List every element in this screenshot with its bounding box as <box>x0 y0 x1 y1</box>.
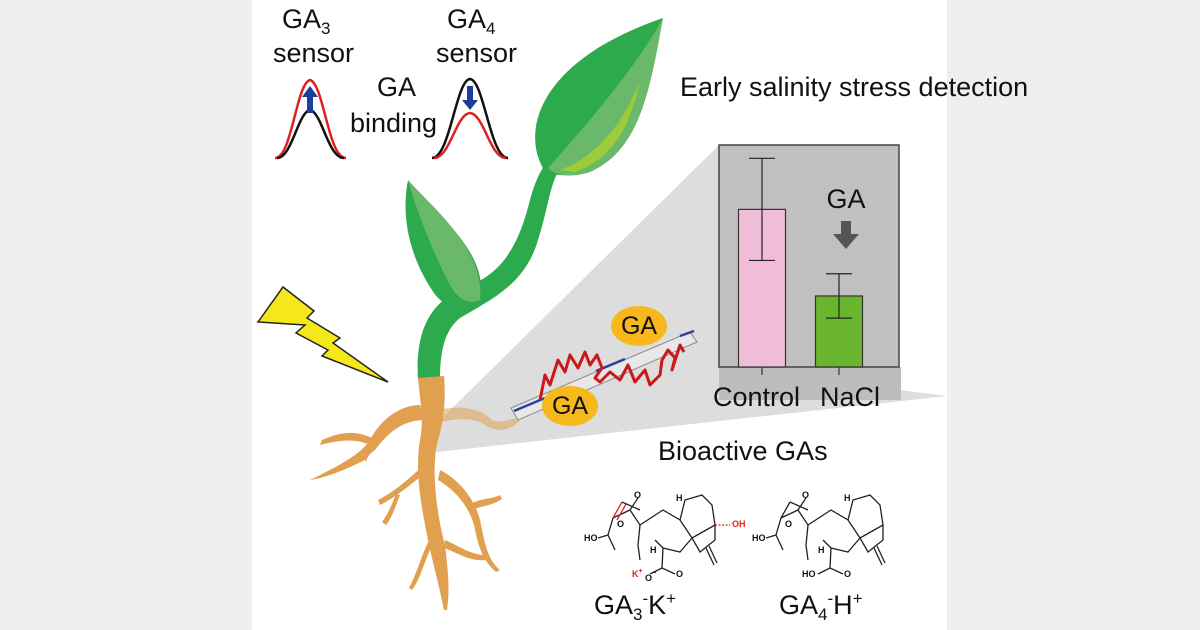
ga4-structure <box>765 494 886 575</box>
ga4-subscript: 4 <box>486 19 496 38</box>
x-tick-label: NaCl <box>820 382 881 412</box>
ga4-sensor-curve <box>431 77 509 160</box>
zoom-wedge <box>428 145 947 452</box>
chart-base-band <box>719 367 901 400</box>
ga-binding-line1: GA <box>377 72 417 102</box>
counter-charge: + <box>666 589 677 608</box>
ga3-sensor-title: GA3 <box>282 4 331 38</box>
arrow-down-icon <box>462 86 478 110</box>
stem <box>417 160 562 380</box>
structures-title: Bioactive GAs <box>658 436 828 466</box>
ga3-name: GA <box>594 590 634 620</box>
ga3-sensor-label: sensor <box>273 38 355 68</box>
atom-label: O <box>634 490 642 500</box>
o-charge: − <box>652 570 657 577</box>
atom-label: H <box>844 493 851 503</box>
ga3-k-label: GA3-K+ <box>594 590 676 623</box>
k-atom: K <box>632 569 639 579</box>
atom-label: K+ <box>632 568 643 579</box>
ga4-subscript: 4 <box>818 605 828 624</box>
atom-label: HO <box>802 569 816 579</box>
atom-label: H <box>650 545 657 555</box>
atom-label: OH <box>732 519 746 529</box>
atom-label: O <box>802 490 810 500</box>
counter-ion: K <box>648 590 667 620</box>
arrow-up-icon <box>302 86 318 113</box>
lightning-bolt-icon <box>256 285 389 383</box>
ga3-subscript: 3 <box>633 605 643 624</box>
polymer-wrap <box>538 343 686 401</box>
annotation-ga: GA <box>826 184 866 214</box>
ga4-name: GA <box>447 4 487 34</box>
ga-down-arrow-icon <box>833 221 859 249</box>
atom-label: O <box>617 519 625 529</box>
ga-molecule-badge: GA <box>611 306 667 346</box>
ga3-structure <box>597 494 730 575</box>
k-charge: + <box>638 568 643 575</box>
atom-label: O− <box>645 570 656 583</box>
ga3-name: GA <box>282 4 322 34</box>
atom-label: HO <box>752 533 766 543</box>
atom-label: HO <box>584 533 598 543</box>
atom-label: H <box>676 493 683 503</box>
ga4-charge: - <box>827 589 834 608</box>
leaf-lower-light <box>408 180 481 302</box>
ga4-sensor-label: sensor <box>436 38 518 68</box>
ga4-h-label: GA4-H+ <box>779 590 863 623</box>
atom-label: O <box>785 519 793 529</box>
leaf-upper-light <box>548 18 663 176</box>
root-system <box>310 376 520 610</box>
ga-binding-line2: binding <box>350 108 438 138</box>
leaf-upper-vein <box>560 80 640 172</box>
x-tick-label: Control <box>713 382 801 412</box>
leaf-upper <box>535 18 663 176</box>
ga3-sensor-curve <box>274 78 347 160</box>
counter-ion: H <box>833 590 853 620</box>
bar-chart <box>718 144 900 375</box>
o-atom: O <box>645 573 653 583</box>
ga4-sensor-title: GA4 <box>447 4 496 38</box>
ga3-subscript: 3 <box>321 19 331 38</box>
chart-title: Early salinity stress detection <box>680 72 1029 102</box>
atom-label: O <box>676 569 684 579</box>
counter-charge: + <box>852 589 863 608</box>
atom-label: H <box>818 545 825 555</box>
ga3-charge: - <box>642 589 649 608</box>
ga4-name: GA <box>779 590 819 620</box>
plant <box>405 18 663 380</box>
atom-label: O <box>844 569 852 579</box>
ga-molecule-badge: GA <box>542 386 598 426</box>
